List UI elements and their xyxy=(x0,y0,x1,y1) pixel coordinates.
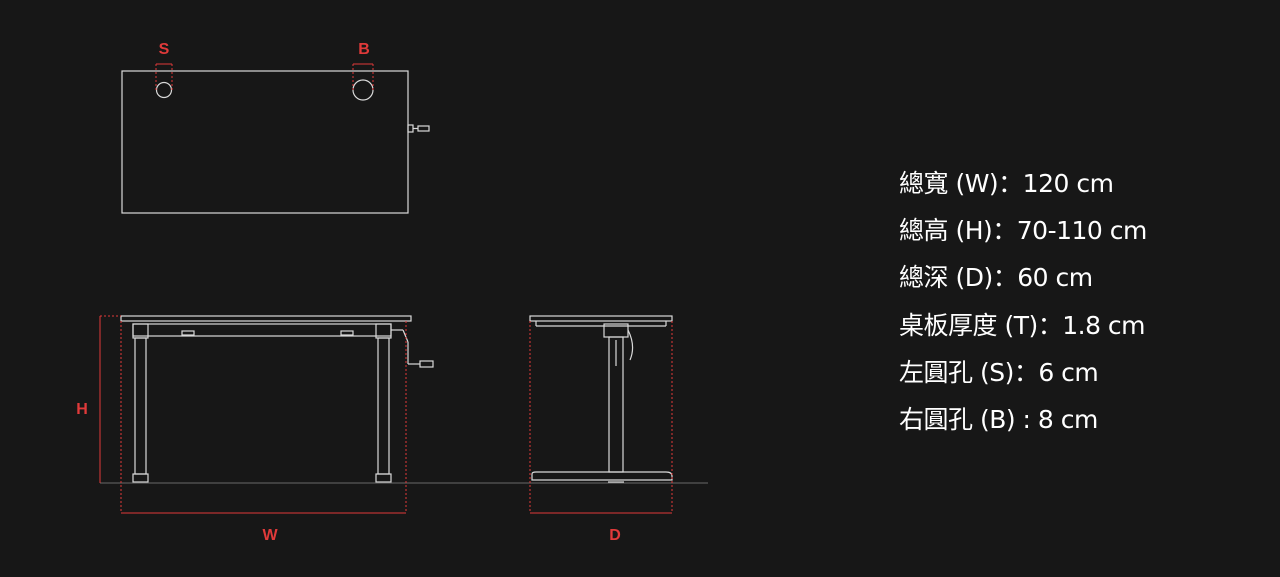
desktop-top-view xyxy=(121,70,409,214)
crank-handle-top-view xyxy=(407,124,430,133)
frame-beam xyxy=(132,323,392,337)
spec-left-hole: 左圓孔 (S)：6 cm xyxy=(899,357,1099,387)
label-s: S xyxy=(159,41,170,58)
desktop-side xyxy=(529,315,673,322)
label-d: D xyxy=(609,527,621,544)
spec-total-depth: 總深 (D)：60 cm xyxy=(899,263,1093,293)
front-dimensions xyxy=(99,315,407,514)
crank-handle-front-view xyxy=(391,329,434,368)
spec-total-height: 總高 (H)：70-110 cm xyxy=(899,216,1147,246)
label-b: B xyxy=(358,41,370,58)
spec-total-width: 總寬 (W)：120 cm xyxy=(899,169,1114,198)
right-foot xyxy=(375,473,392,483)
left-hole xyxy=(155,81,173,99)
spec-right-hole: 右圓孔 (B) : 8 cm xyxy=(899,404,1098,434)
left-foot xyxy=(132,473,149,483)
right-leg xyxy=(377,337,390,475)
desktop-front xyxy=(120,315,412,322)
label-h: H xyxy=(76,401,88,418)
left-leg xyxy=(134,337,147,475)
spec-list: 總寬 (W)：120 cm 總高 (H)：70-110 cm 總深 (D)：60… xyxy=(899,160,1147,443)
side-foot xyxy=(531,471,673,481)
label-w: W xyxy=(262,527,278,544)
top-view xyxy=(121,70,430,214)
spec-board-thickness: 桌板厚度 (T)：1.8 cm xyxy=(899,310,1146,340)
front-view xyxy=(120,315,434,483)
hole-dimension-markers xyxy=(155,63,374,90)
side-dimensions xyxy=(529,321,673,514)
side-view xyxy=(529,315,673,483)
right-hole xyxy=(352,79,374,101)
